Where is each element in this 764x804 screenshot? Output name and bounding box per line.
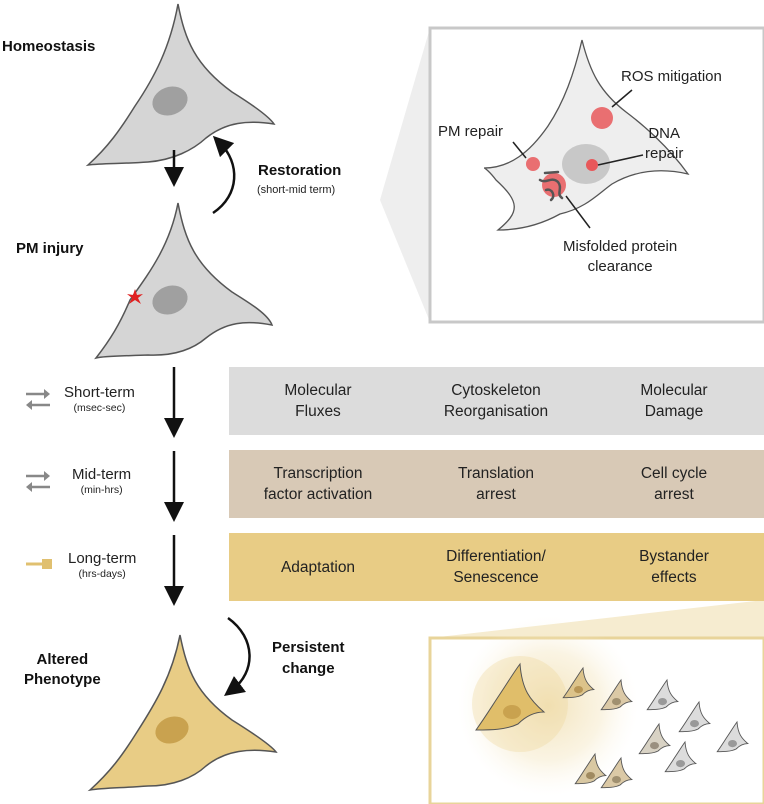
long-term-label: Long-term (hrs-days) xyxy=(68,550,137,580)
mid-term-band: Transcription factor activation Translat… xyxy=(229,450,764,518)
persistent-change-label: Persistent change xyxy=(272,639,345,677)
ros-mitigation-label: ROS mitigation xyxy=(621,68,722,85)
restoration-subtitle: (short-mid term) xyxy=(257,184,336,196)
short-term-label: Short-term (msec-sec) xyxy=(64,384,135,414)
homeostasis-cell xyxy=(85,3,276,167)
pm-repair-dot xyxy=(526,157,540,171)
band-item: Translation arrest xyxy=(457,465,535,503)
pm-injury-label: PM injury xyxy=(16,240,84,257)
ros-leader xyxy=(611,89,633,108)
band-item: Molecular Fluxes xyxy=(284,382,352,420)
restoration-title: Restoration xyxy=(258,162,342,179)
persistent-arrow xyxy=(224,616,251,697)
altered-cell xyxy=(87,634,278,792)
pm-injury-cell xyxy=(94,202,274,360)
zoom-wedge-top xyxy=(380,28,430,322)
ros-dot xyxy=(591,107,613,129)
pm-leader xyxy=(512,141,527,159)
long-term-band: Adaptation Differentiation/ Senescence B… xyxy=(229,533,764,601)
band-item: Molecular Damage xyxy=(640,382,708,420)
restoration-arrow xyxy=(212,135,236,215)
dna-dot xyxy=(586,159,598,171)
pm-repair-label: PM repair xyxy=(438,123,504,140)
band-item: Adaptation xyxy=(280,558,356,576)
bystander-cells xyxy=(475,662,750,789)
dna-leader xyxy=(597,154,644,166)
altered-phenotype-label: Altered Phenotype xyxy=(24,651,101,688)
mid-term-arrows-icon xyxy=(26,471,50,492)
short-term-band: Molecular Fluxes Cytoskeleton Reorganisa… xyxy=(229,367,764,435)
injury-star-icon xyxy=(127,289,143,304)
band-item: Cytoskeleton Reorganisation xyxy=(443,382,549,420)
short-term-arrows-icon xyxy=(26,389,50,410)
misfolded-leader xyxy=(565,195,591,229)
inset-cell xyxy=(483,39,690,231)
band-item: Transcription factor activation xyxy=(263,465,373,503)
homeostasis-label: Homeostasis xyxy=(2,38,96,55)
band-item: Differentiation/ Senescence xyxy=(446,548,546,586)
band-item: Bystander effects xyxy=(639,548,709,586)
mid-term-label: Mid-term (min-hrs) xyxy=(72,466,132,496)
band-item: Cell cycle arrest xyxy=(640,465,708,503)
long-term-arrow-icon xyxy=(26,559,52,569)
misfolded-protein-label: Misfolded protein clearance xyxy=(563,238,678,275)
dna-repair-label: DNA repair xyxy=(645,125,684,162)
